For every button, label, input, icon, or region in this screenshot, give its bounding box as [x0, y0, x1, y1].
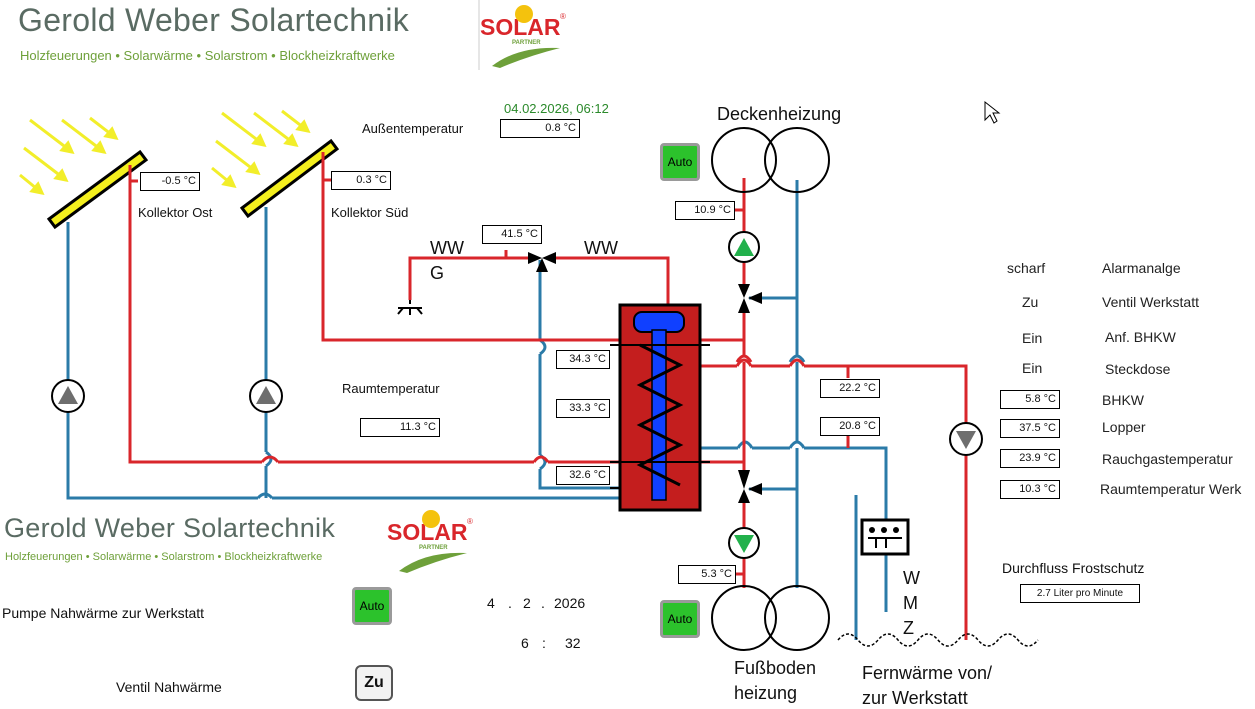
- bottom-company-tagline: Holzfeuerungen • Solarwärme • Solarstrom…: [5, 551, 323, 563]
- district-heating-label-2: zur Werkstatt: [862, 688, 968, 708]
- heat-meter-icon: [860, 518, 910, 556]
- company-tagline: Holzfeuerungen • Solarwärme • Solarstrom…: [20, 48, 395, 63]
- ww-label-right: WW: [584, 238, 618, 258]
- collector-sued-panel: [239, 138, 340, 219]
- floor-heating-circuits: [711, 585, 830, 651]
- bottom-time-hour: 6: [521, 635, 529, 651]
- pump-collector-sued: [249, 379, 283, 413]
- pump-ceiling: [728, 231, 760, 263]
- bottom-date-sep1: .: [508, 595, 512, 611]
- status-alarm-state: scharf: [1007, 260, 1046, 276]
- status-valve-state: Zu: [1022, 294, 1039, 310]
- ceiling-auto-button[interactable]: Auto: [660, 143, 700, 181]
- district-heating-ground: [837, 633, 1039, 647]
- reading-fluegas-name: Rauchgastemperatur: [1102, 451, 1233, 467]
- flow-value: 2.7 Liter pro Minute: [1020, 584, 1140, 603]
- ww-mix-temp: 41.5 °C: [482, 225, 542, 244]
- storage-temp-top: 34.3 °C: [556, 350, 610, 369]
- logo-registered: ®: [560, 12, 566, 21]
- outside-temp-value: 0.8 °C: [500, 119, 580, 138]
- company-title: Gerold Weber Solartechnik: [18, 2, 410, 38]
- bottom-solar-partner-logo: SOLAR ® PARTNER: [385, 505, 475, 575]
- valve-nahwaerme-button[interactable]: Zu: [355, 665, 393, 701]
- storage-temp-bottom: 32.6 °C: [556, 466, 610, 485]
- bottom-company-title: Gerold Weber Solartechnik: [4, 513, 336, 543]
- pump-floor: [728, 527, 760, 559]
- datetime-display: 04.02.2026, 06:12: [504, 101, 609, 116]
- reading-workshop-room-name: Raumtemperatur Werk: [1100, 481, 1242, 497]
- collector-ost-panel: [46, 149, 149, 230]
- storage-tank: [610, 303, 710, 512]
- reading-fluegas-value: 23.9 °C: [1000, 449, 1060, 468]
- status-bhkw-name: Anf. BHKW: [1105, 329, 1176, 345]
- mouse-cursor-icon: [984, 100, 1001, 124]
- reading-workshop-room-value: 10.3 °C: [1000, 480, 1060, 499]
- pump-nahwaerme-auto-button[interactable]: Auto: [352, 587, 392, 625]
- mixing-valve-ww: [528, 252, 556, 272]
- floor-auto-button[interactable]: Auto: [660, 600, 700, 638]
- supply-pipes: [128, 152, 968, 640]
- floor-temp-value: 5.3 °C: [678, 565, 736, 584]
- reading-lopper-name: Lopper: [1102, 419, 1146, 435]
- return-pipe-temp: 20.8 °C: [820, 417, 880, 436]
- collector-ost-value: -0.5 °C: [140, 172, 200, 191]
- ceiling-heating-circuits: [711, 127, 830, 193]
- collector-sued-label: Kollektor Süd: [331, 205, 409, 220]
- flow-label: Durchfluss Frostschutz: [1002, 560, 1145, 576]
- ceiling-heating-label: Deckenheizung: [717, 104, 842, 124]
- bottom-solar-logo-sub: PARTNER: [419, 545, 448, 551]
- floor-heating-label-1: Fußboden: [734, 658, 817, 678]
- supply-pipe-temp: 22.2 °C: [820, 379, 880, 398]
- sun-rays-south: [211, 109, 311, 189]
- return-pipes: [66, 180, 888, 640]
- pump-district: [949, 422, 983, 456]
- pump-nahwaerme-label: Pumpe Nahwärme zur Werkstatt: [2, 605, 205, 621]
- status-alarm-name: Alarmanalge: [1102, 260, 1181, 276]
- ww-g-label-bottom: G: [430, 263, 445, 283]
- bottom-time-sep: :: [542, 635, 546, 651]
- bottom-logo-registered: ®: [467, 517, 473, 526]
- reading-lopper-value: 37.5 °C: [1000, 419, 1060, 438]
- shower-head-icon: [397, 300, 423, 315]
- mixing-valve-floor: [738, 470, 762, 503]
- outside-temp-label: Außentemperatur: [362, 121, 464, 136]
- mixing-valve-ceiling: [738, 284, 762, 313]
- status-bhkw-state: Ein: [1022, 330, 1043, 346]
- wmz-letter-z: Z: [903, 618, 914, 638]
- bottom-date-year: 2026: [554, 595, 586, 611]
- district-heating-label-1: Fernwärme von/: [862, 663, 993, 683]
- reading-bhkw-value: 5.8 °C: [1000, 390, 1060, 409]
- ww-g-label-top: WW: [430, 238, 464, 258]
- room-temp-label: Raumtemperatur: [342, 381, 440, 396]
- status-valve-name: Ventil Werkstatt: [1102, 294, 1200, 310]
- sun-rays-east: [19, 116, 119, 196]
- wmz-letter-m: M: [903, 593, 918, 613]
- status-socket-name: Steckdose: [1105, 361, 1171, 377]
- floor-heating-label-2: heizung: [734, 683, 798, 703]
- collector-sued-value: 0.3 °C: [331, 171, 391, 190]
- status-socket-state: Ein: [1022, 360, 1043, 376]
- collector-ost-label: Kollektor Ost: [138, 205, 213, 220]
- bottom-time-minute: 32: [565, 635, 581, 651]
- bottom-date-month: 2: [523, 595, 531, 611]
- solar-logo-sub: PARTNER: [512, 40, 541, 46]
- bottom-date-day: 4: [487, 595, 495, 611]
- pump-collector-ost: [51, 379, 85, 413]
- storage-temp-middle: 33.3 °C: [556, 399, 610, 418]
- reading-bhkw-name: BHKW: [1102, 392, 1144, 408]
- valve-nahwaerme-label: Ventil Nahwärme: [116, 679, 222, 695]
- solar-partner-logo: SOLAR ® PARTNER: [478, 0, 568, 70]
- bottom-date-sep2: .: [541, 595, 545, 611]
- wmz-letter-w: W: [903, 568, 920, 588]
- room-temp-value: 11.3 °C: [360, 418, 440, 437]
- ceiling-temp-value: 10.9 °C: [675, 201, 735, 220]
